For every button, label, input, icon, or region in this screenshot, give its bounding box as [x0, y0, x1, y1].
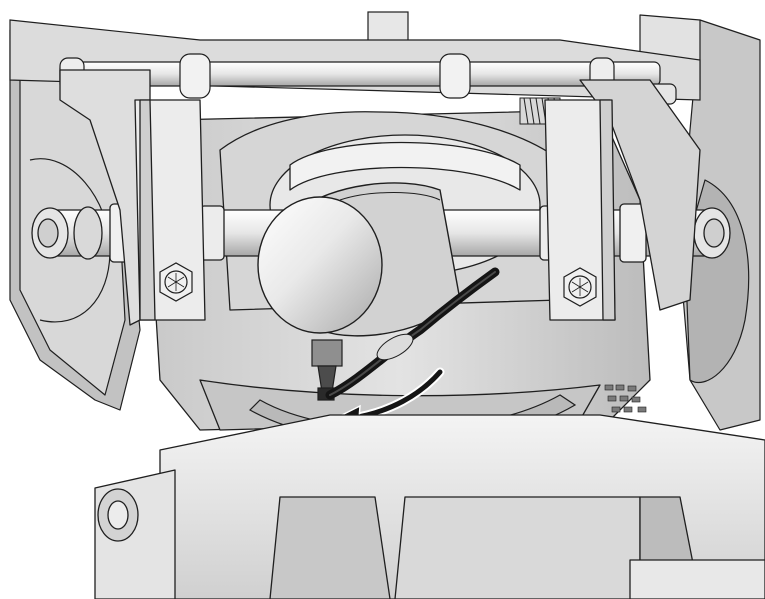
- lower-base: [94, 414, 765, 599]
- hose-fitting: [311, 339, 343, 401]
- hex-bolt-icon: [563, 267, 597, 307]
- housing-markings: [604, 384, 647, 413]
- hex-bolt-icon: [159, 262, 193, 302]
- right-lever: [544, 79, 701, 321]
- hose: [325, 267, 500, 400]
- left-lever: [59, 69, 206, 326]
- linkage-rod: [59, 53, 677, 125]
- oil-filter: [257, 182, 461, 337]
